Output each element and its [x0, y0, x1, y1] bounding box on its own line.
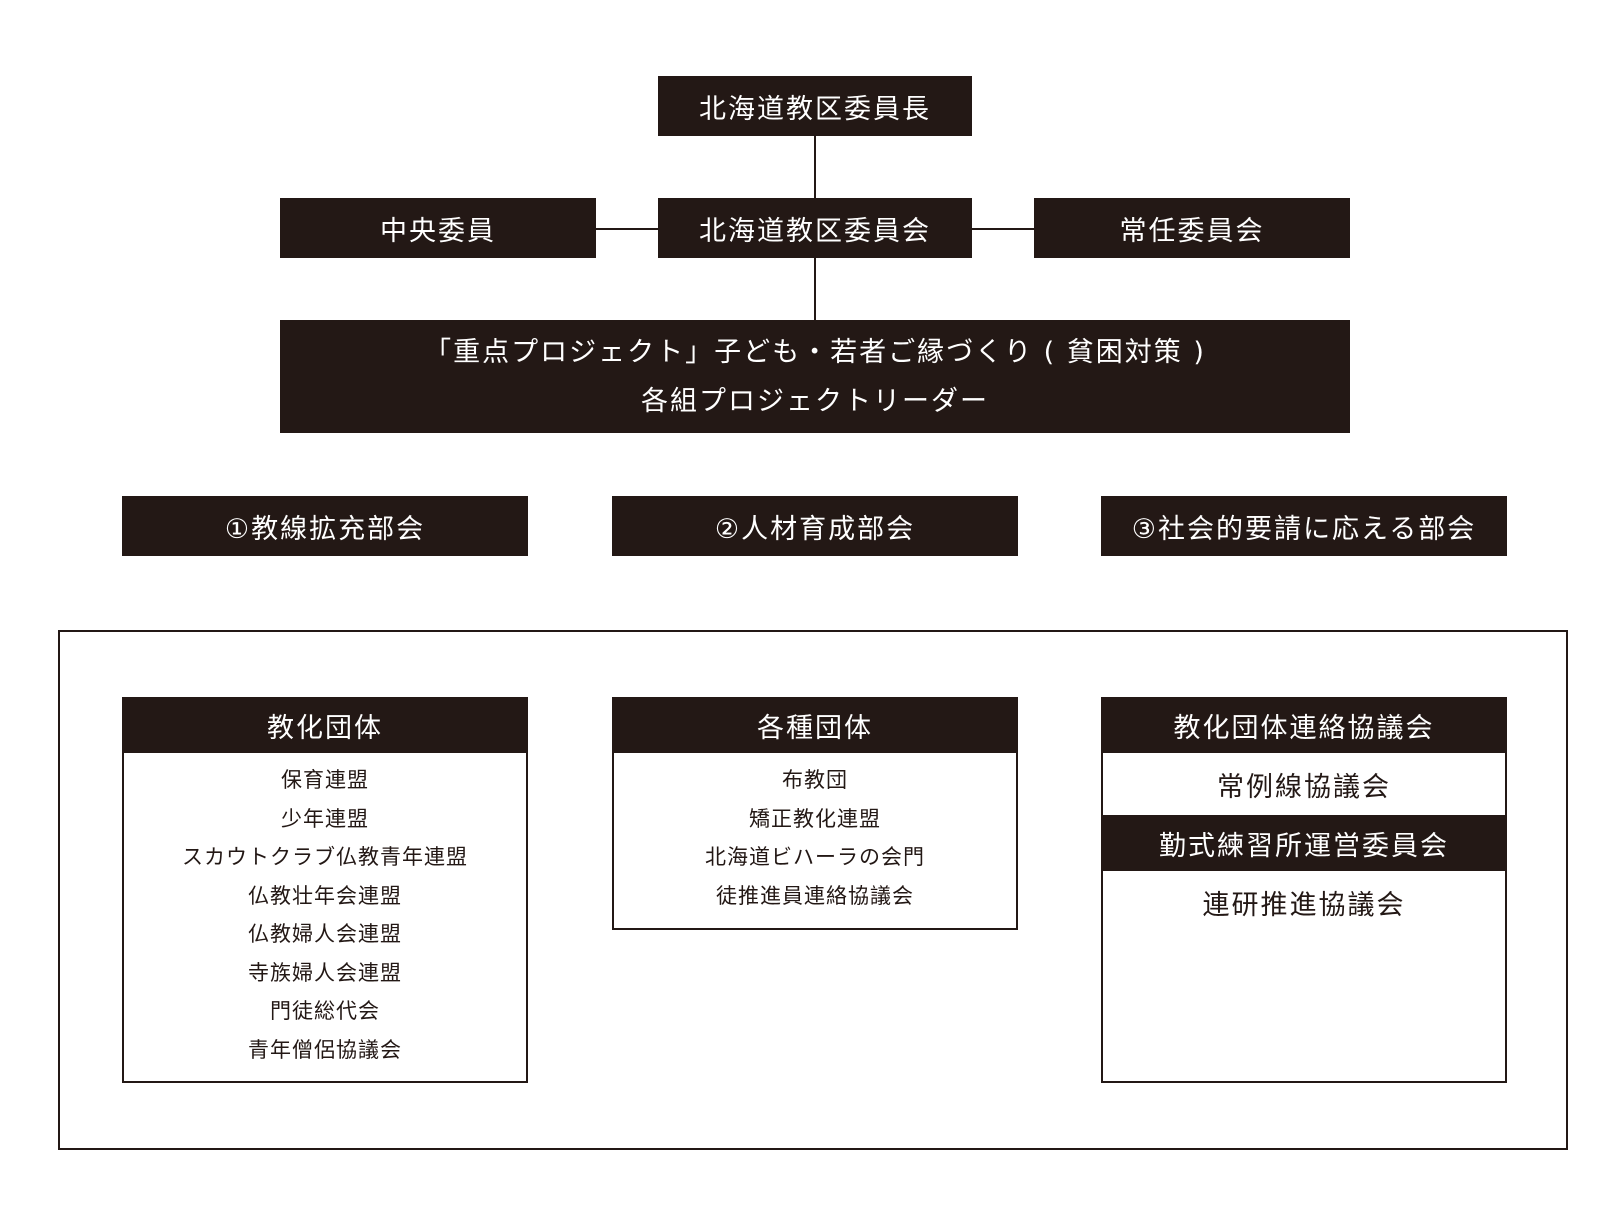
- list-item: 保育連盟: [281, 768, 369, 792]
- subcommittee-3: ③社会的要請に応える部会: [1101, 496, 1507, 556]
- connector-chairman-committee: [814, 136, 816, 198]
- connector-central-committee: [596, 228, 658, 230]
- list-item: 矯正教化連盟: [749, 806, 881, 831]
- kyoka-group-list: 保育連盟 少年連盟 スカウトクラブ仏教青年連盟 仏教壮年会連盟 仏教婦人会連盟 …: [124, 753, 526, 1069]
- project-leader: 各組プロジェクトリーダー: [641, 385, 989, 417]
- standing-committee-box: 常任委員会: [1034, 198, 1350, 258]
- list-item: 北海道ビハーラの会門: [705, 845, 925, 869]
- list-item: スカウトクラブ仏教青年連盟: [182, 845, 468, 869]
- project-title: 「重点プロジェクト」子ども・若者ご縁づくり ( 貧困対策 ): [424, 336, 1206, 368]
- list-item: 仏教婦人会連盟: [248, 922, 402, 946]
- gonshiki-committee: 勤式練習所運営委員会: [1101, 815, 1507, 871]
- connector-committee-project: [814, 258, 816, 320]
- list-item: 仏教壮年会連盟: [248, 883, 402, 908]
- list-item: 徒推進員連絡協議会: [716, 883, 914, 908]
- list-item: 布教団: [782, 768, 848, 792]
- subcommittee-2: ②人材育成部会: [612, 496, 1018, 556]
- connector-committee-standing: [972, 228, 1034, 230]
- list-item: 少年連盟: [281, 806, 369, 831]
- renraku-council-panel: 教化団体連絡協議会 常例線協議会 勤式練習所運営委員会 連研推進協議会: [1101, 697, 1507, 1083]
- renraku-council-title: 教化団体連絡協議会: [1101, 697, 1507, 753]
- jorei-council: 常例線協議会: [1217, 771, 1391, 803]
- list-item: 寺族婦人会連盟: [248, 960, 402, 985]
- subcommittee-1: ①教線拡充部会: [122, 496, 528, 556]
- central-committee-box: 中央委員: [280, 198, 596, 258]
- kyoka-group-panel: 教化団体 保育連盟 少年連盟 スカウトクラブ仏教青年連盟 仏教壮年会連盟 仏教婦…: [122, 697, 528, 1083]
- list-item: 青年僧侶協議会: [248, 1037, 402, 1062]
- district-committee-box: 北海道教区委員会: [658, 198, 972, 258]
- kyoka-group-title: 教化団体: [122, 697, 528, 753]
- project-box: 「重点プロジェクト」子ども・若者ご縁づくり ( 貧困対策 ) 各組プロジェクトリ…: [280, 320, 1350, 433]
- kakushu-group-title: 各種団体: [612, 697, 1018, 753]
- list-item: 門徒総代会: [270, 999, 380, 1023]
- chairman-box: 北海道教区委員長: [658, 76, 972, 136]
- groups-frame: [58, 630, 1568, 1150]
- renken-council: 連研推進協議会: [1202, 889, 1406, 921]
- kakushu-group-list: 布教団 矯正教化連盟 北海道ビハーラの会門 徒推進員連絡協議会: [614, 753, 1016, 915]
- kakushu-group-panel: 各種団体 布教団 矯正教化連盟 北海道ビハーラの会門 徒推進員連絡協議会: [612, 697, 1018, 930]
